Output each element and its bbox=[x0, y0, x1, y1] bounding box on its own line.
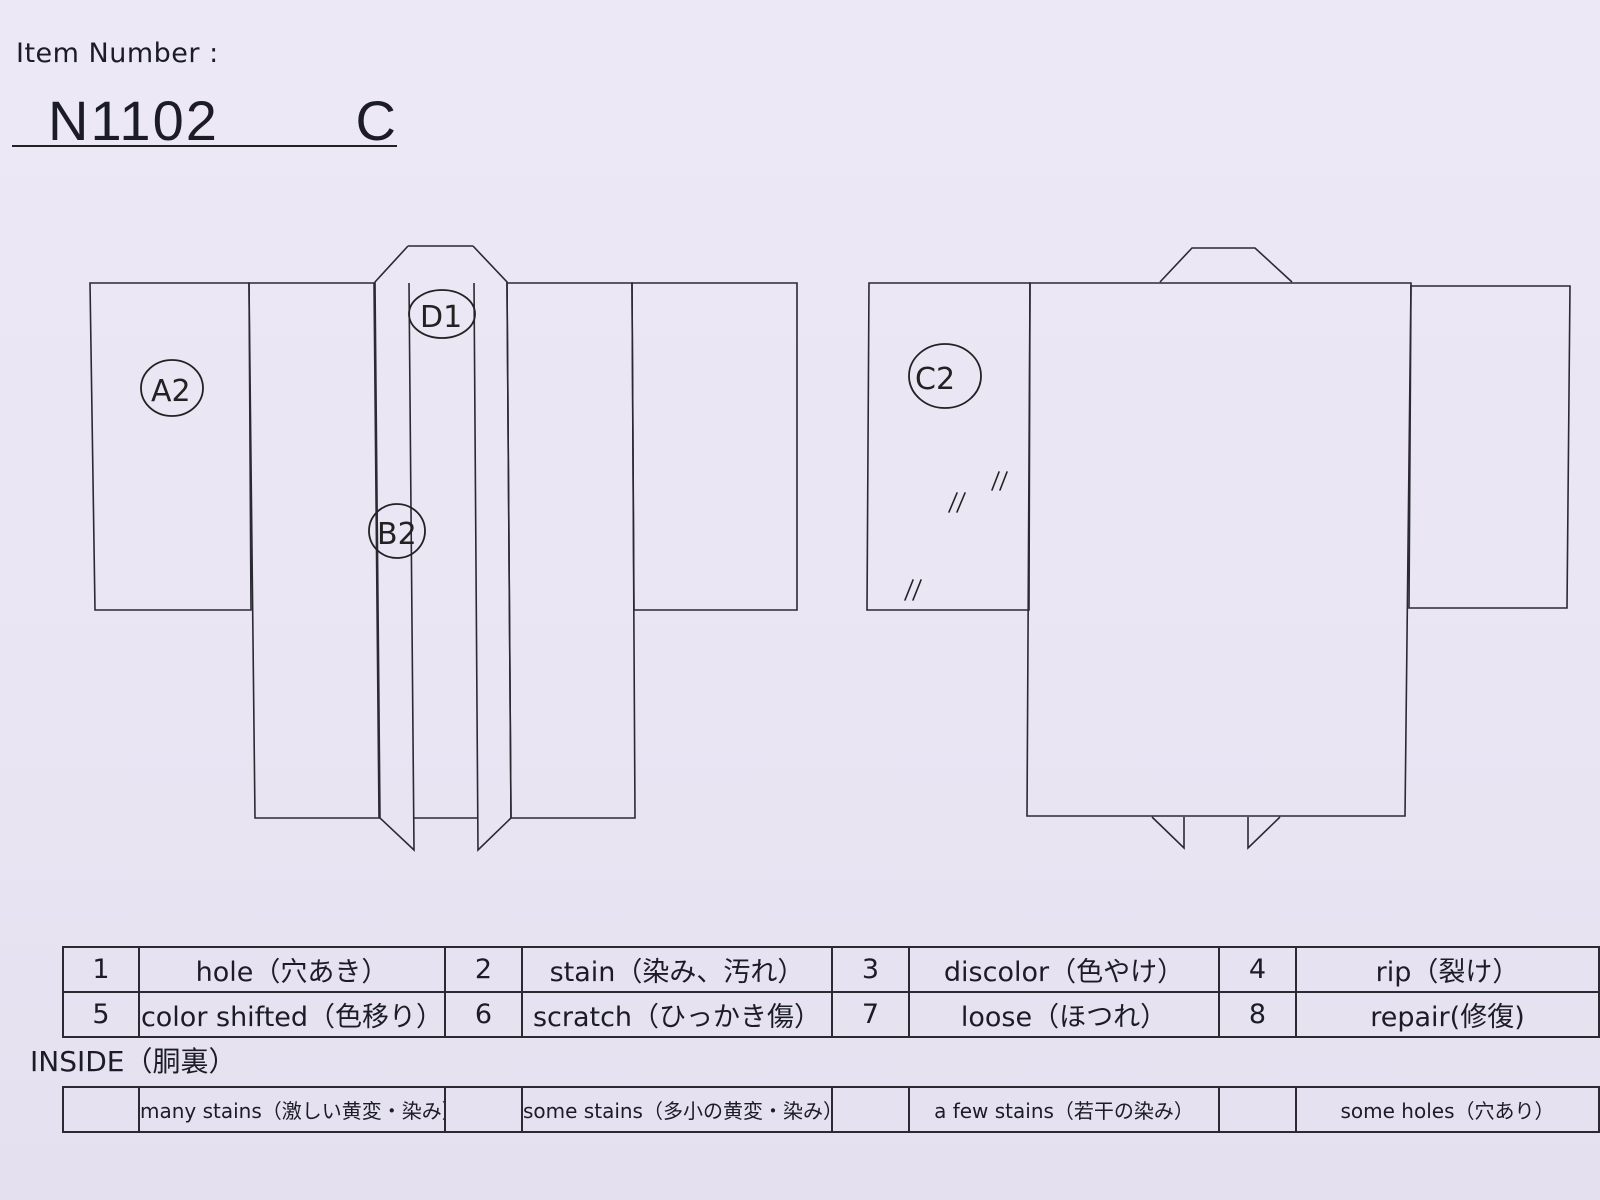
back-collar bbox=[1159, 247, 1293, 283]
item-number-label: Item Number : bbox=[16, 38, 219, 69]
back-view bbox=[866, 247, 1571, 850]
table-row: many stains（激しい黄変・染み） some stains（多小の黄変・… bbox=[62, 1086, 1600, 1133]
code-label: hole（穴あき） bbox=[138, 946, 446, 993]
code-label: discolor（色やけ） bbox=[908, 946, 1220, 993]
mark-a2-text: A2 bbox=[151, 374, 191, 409]
inside-check-box[interactable] bbox=[444, 1086, 523, 1133]
code-label: loose（ほつれ） bbox=[908, 991, 1220, 1038]
code-number: 1 bbox=[62, 946, 140, 993]
inside-label: a few stains（若干の染み） bbox=[908, 1086, 1220, 1133]
code-label: rip（裂け） bbox=[1295, 946, 1600, 993]
inside-check-box[interactable] bbox=[831, 1086, 910, 1133]
front-lapel-right bbox=[472, 245, 512, 852]
back-hem-tab-left bbox=[1151, 816, 1185, 850]
code-number: 2 bbox=[444, 946, 523, 993]
ditto-marks bbox=[904, 471, 1008, 601]
code-number: 8 bbox=[1218, 991, 1297, 1038]
mark-b2-text: B2 bbox=[377, 517, 417, 552]
code-label: stain（染み、汚れ） bbox=[521, 946, 833, 993]
inside-check-box[interactable] bbox=[1218, 1086, 1297, 1133]
inside-label: some holes（穴あり） bbox=[1295, 1086, 1600, 1133]
inside-section-title: INSIDE（胴裏） bbox=[30, 1045, 237, 1078]
front-lapel-left bbox=[374, 245, 415, 852]
front-left-sleeve bbox=[89, 282, 252, 611]
code-number: 5 bbox=[62, 991, 140, 1038]
inside-label: some stains（多小の黄変・染み） bbox=[521, 1086, 833, 1133]
inside-check-box[interactable] bbox=[62, 1086, 140, 1133]
mark-d1: D1 bbox=[408, 289, 476, 339]
front-left-body bbox=[248, 282, 380, 819]
table-row: 1 hole（穴あき） 2 stain（染み、汚れ） 3 discolor（色や… bbox=[62, 946, 1600, 993]
back-body bbox=[1026, 282, 1412, 817]
front-view bbox=[89, 245, 798, 852]
damage-code-table: 1 hole（穴あき） 2 stain（染み、汚れ） 3 discolor（色や… bbox=[62, 946, 1600, 1038]
back-left-sleeve bbox=[866, 282, 1031, 611]
code-label: scratch（ひっかき傷） bbox=[521, 991, 833, 1038]
mark-c2: C2 bbox=[908, 343, 982, 409]
front-right-body bbox=[506, 282, 636, 819]
code-number: 4 bbox=[1218, 946, 1297, 993]
mark-d1-text: D1 bbox=[420, 300, 462, 335]
mark-c2-text: C2 bbox=[915, 362, 955, 397]
inside-label: many stains（激しい黄変・染み） bbox=[138, 1086, 446, 1133]
mark-a2: A2 bbox=[140, 359, 204, 417]
code-label: repair(修復) bbox=[1295, 991, 1600, 1038]
item-number-underline bbox=[12, 145, 397, 147]
inside-condition-table: many stains（激しい黄変・染み） some stains（多小の黄変・… bbox=[62, 1086, 1600, 1133]
table-row: 5 color shifted（色移り） 6 scratch（ひっかき傷） 7 … bbox=[62, 991, 1600, 1038]
code-number: 3 bbox=[831, 946, 910, 993]
mark-b2: B2 bbox=[368, 503, 426, 559]
code-number: 6 bbox=[444, 991, 523, 1038]
back-hem-tab-right bbox=[1247, 816, 1281, 850]
back-right-sleeve bbox=[1408, 285, 1571, 609]
code-number: 7 bbox=[831, 991, 910, 1038]
front-right-sleeve bbox=[631, 282, 798, 611]
item-number-value: N1102 C bbox=[48, 89, 398, 152]
code-label: color shifted（色移り） bbox=[138, 991, 446, 1038]
